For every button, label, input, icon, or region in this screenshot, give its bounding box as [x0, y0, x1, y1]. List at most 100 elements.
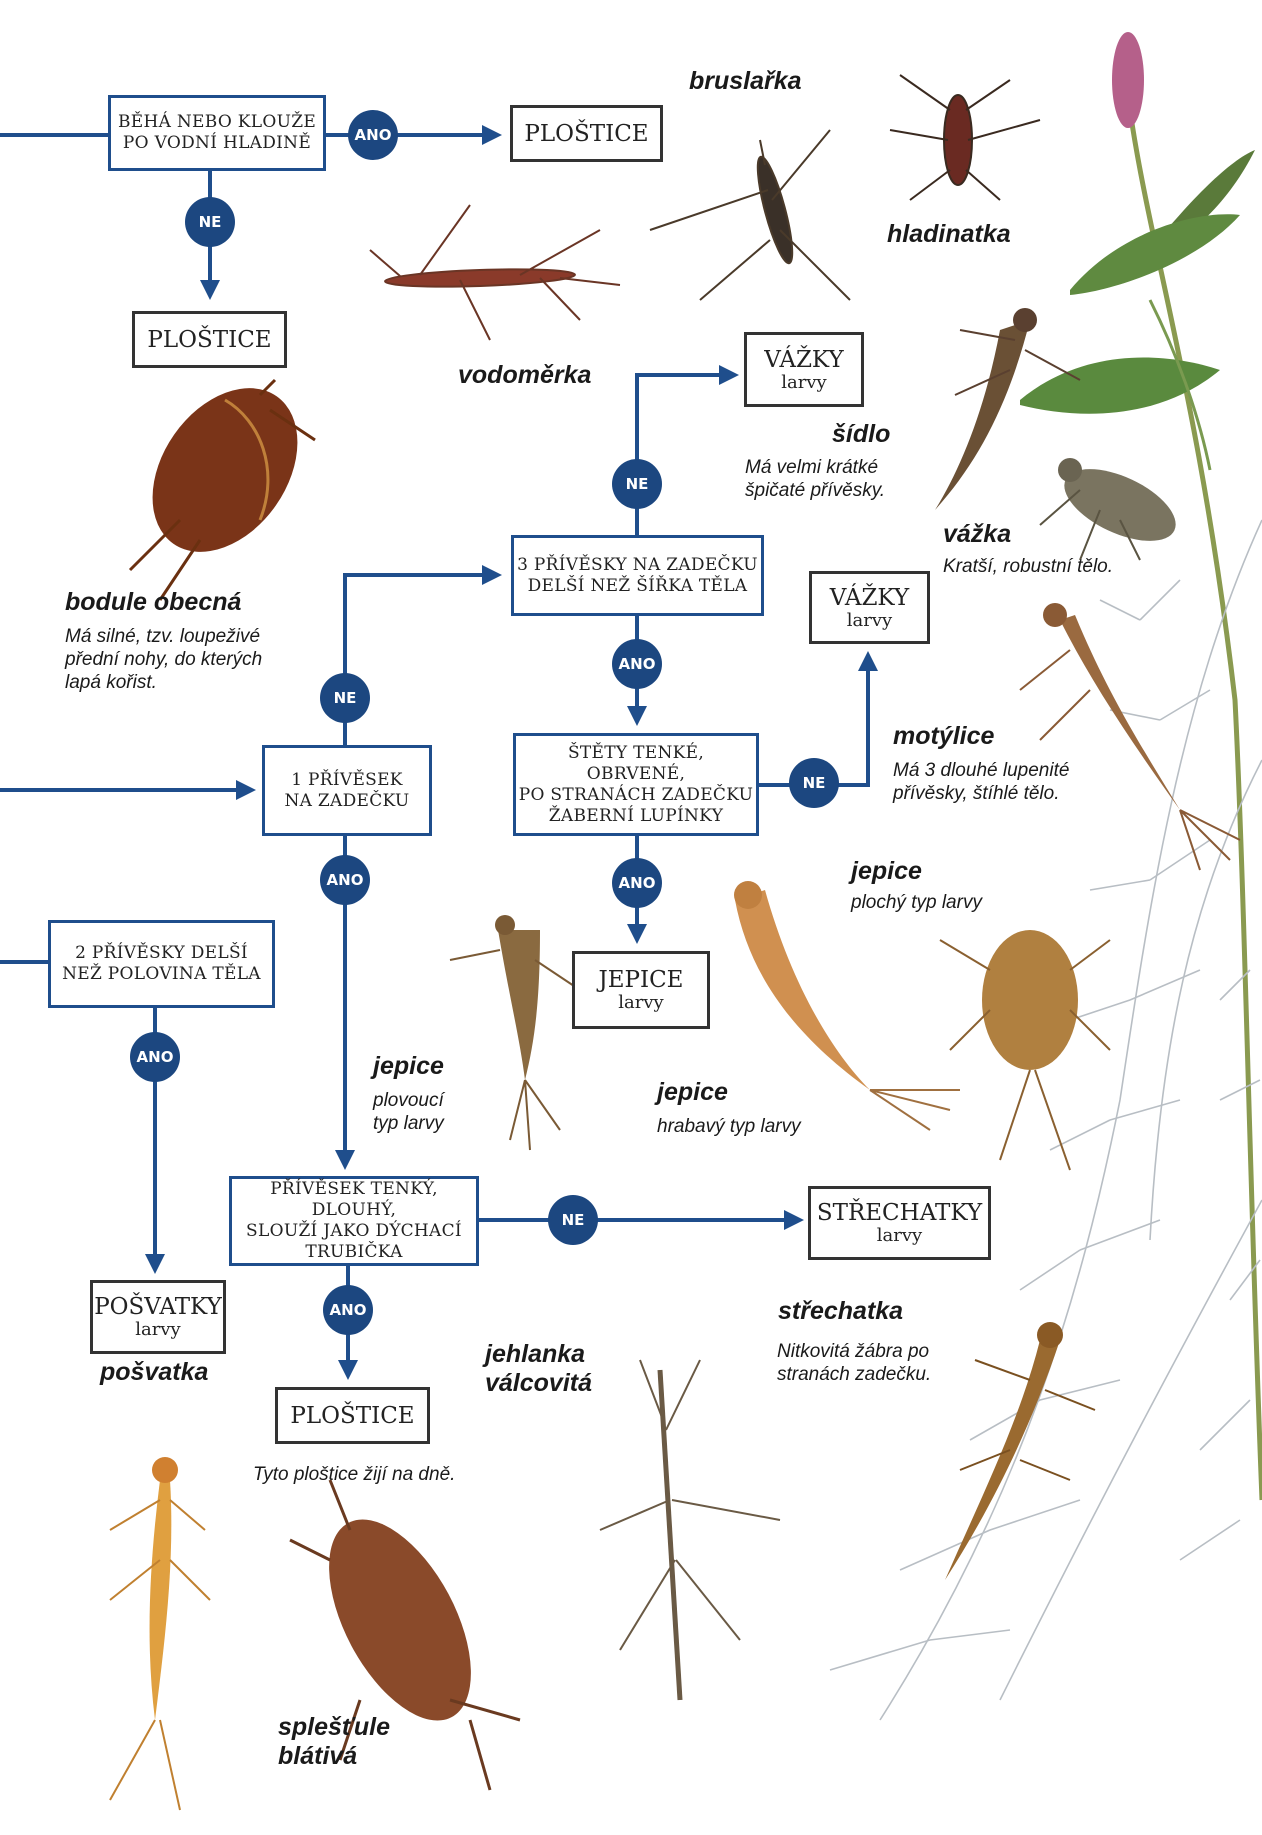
vodomerka-illustration [370, 205, 620, 340]
desc-line: přední nohy, do kterých [65, 648, 262, 671]
desc-bodule: Má silné, tzv. loupeživé přední nohy, do… [65, 625, 262, 694]
desc-motylice: Má 3 dlouhé lupenité přívěsky, štíhlé tě… [893, 759, 1069, 805]
answer-no-circle: NE [185, 197, 235, 247]
desc-jepice-plochy: plochý typ larvy [851, 891, 982, 914]
question-runs-on-surface: BĚHÁ NEBO KLOUŽE PO VODNÍ HLADINĚ [108, 95, 326, 171]
desc-line: špičaté přívěsky. [745, 479, 885, 502]
strechatka-illustration [945, 1322, 1095, 1580]
label-jepice-hrabavy: jepice [657, 1078, 728, 1107]
result-subtitle: larvy [847, 611, 892, 631]
question-line: 2 PŘÍVĚSKY DELŠÍ [75, 943, 248, 964]
desc-line: Má 3 dlouhé lupenité [893, 759, 1069, 782]
label-bodule: bodule obecná [65, 588, 241, 617]
desc-line: Má velmi krátké [745, 456, 885, 479]
label-bruslarka: bruslařka [689, 67, 802, 96]
label-jepice-plovouci: jepice [373, 1052, 444, 1081]
answer-yes-circle: ANO [612, 639, 662, 689]
answer-yes-circle: ANO [348, 110, 398, 160]
label-motylice: motýlice [893, 722, 994, 751]
answer-yes-circle: ANO [323, 1285, 373, 1335]
desc-line: hrabavý typ larvy [657, 1115, 801, 1138]
desc-line: Nitkovitá žábra po [777, 1340, 931, 1363]
result-subtitle: larvy [618, 993, 663, 1013]
label-splestule: splešťule blátivá [278, 1713, 390, 1771]
question-line: 1 PŘÍVĚSEK [291, 770, 403, 791]
bruslarka-illustration [650, 130, 850, 300]
motylice-illustration [1020, 603, 1240, 870]
desc-line: přívěsky, štíhlé tělo. [893, 782, 1069, 805]
question-line: BĚHÁ NEBO KLOUŽE [118, 112, 316, 133]
question-line: 3 PŘÍVĚSKY NA ZADEČKU [517, 555, 758, 576]
question-thin-bristles: ŠTĚTY TENKÉ, OBRVENÉ, PO STRANÁCH ZADEČK… [513, 733, 759, 836]
result-vazky-top: VÁŽKY larvy [744, 332, 864, 407]
jepice-plovouci-illustration [450, 915, 580, 1150]
result-title: PLOŠTICE [290, 1403, 414, 1429]
desc-line: typ larvy [373, 1112, 444, 1135]
result-title: JEPICE [599, 967, 684, 993]
desc-line: plochý typ larvy [851, 891, 982, 914]
desc-jepice-plovouci: plovoucí typ larvy [373, 1089, 444, 1135]
result-title: STŘECHATKY [817, 1200, 982, 1226]
result-jepice: JEPICE larvy [572, 951, 710, 1029]
result-subtitle: larvy [135, 1320, 180, 1340]
question-line: TRUBIČKA [305, 1242, 402, 1263]
jepice-plochy-illustration [940, 930, 1110, 1170]
label-jepice-plochy: jepice [851, 857, 922, 886]
label-strechatka: střechatka [778, 1297, 903, 1326]
result-plostice-mid: PLOŠTICE [132, 311, 287, 368]
question-line: SLOUŽÍ JAKO DÝCHACÍ [246, 1221, 462, 1242]
desc-line: stranách zadečku. [777, 1363, 931, 1386]
posvatka-illustration [110, 1457, 210, 1810]
question-line: ŽABERNÍ LUPÍNKY [549, 806, 723, 827]
question-line: ŠTĚTY TENKÉ, OBRVENÉ, [516, 743, 756, 785]
label-vazka: vážka [943, 520, 1011, 549]
question-line: PO VODNÍ HLADINĚ [123, 133, 311, 154]
vazka-illustration [1040, 454, 1186, 560]
answer-yes-circle: ANO [612, 858, 662, 908]
name-line: válcovitá [485, 1369, 592, 1398]
desc-line: Má silné, tzv. loupeživé [65, 625, 262, 648]
desc-line: lapá kořist. [65, 671, 262, 694]
answer-no-circle: NE [548, 1195, 598, 1245]
question-line: DELŠÍ NEŽ ŠÍŘKA TĚLA [528, 576, 748, 597]
result-subtitle: larvy [781, 373, 826, 393]
result-posvatky: POŠVATKY larvy [90, 1280, 226, 1354]
name-line: splešťule [278, 1713, 390, 1742]
answer-no-circle: NE [789, 758, 839, 808]
label-hladinatka: hladinatka [887, 220, 1011, 249]
label-posvatka: pošvatka [100, 1358, 208, 1387]
desc-vazka: Kratší, robustní tělo. [943, 555, 1113, 578]
bodule-illustration [123, 361, 328, 600]
answer-yes-circle: ANO [130, 1032, 180, 1082]
result-title: POŠVATKY [94, 1294, 222, 1320]
result-strechatky: STŘECHATKY larvy [808, 1186, 991, 1260]
question-three-appendages: 3 PŘÍVĚSKY NA ZADEČKU DELŠÍ NEŽ ŠÍŘKA TĚ… [511, 535, 764, 616]
question-one-appendage: 1 PŘÍVĚSEK NA ZADEČKU [262, 745, 432, 836]
question-breathing-tube: PŘÍVĚSEK TENKÝ, DLOUHÝ, SLOUŽÍ JAKO DÝCH… [229, 1176, 479, 1266]
answer-yes-circle: ANO [320, 855, 370, 905]
result-title: PLOŠTICE [524, 121, 648, 147]
note-plostice-bottom: Tyto ploštice žijí na dně. [253, 1463, 455, 1486]
jehlanka-illustration [600, 1360, 780, 1700]
answer-no-circle: NE [320, 673, 370, 723]
question-two-appendages: 2 PŘÍVĚSKY DELŠÍ NEŽ POLOVINA TĚLA [48, 920, 275, 1008]
name-line: jehlanka [485, 1340, 592, 1369]
desc-line: plovoucí [373, 1089, 444, 1112]
label-jehlanka: jehlanka válcovitá [485, 1340, 592, 1398]
question-line: NA ZADEČKU [284, 791, 409, 812]
question-line: PO STRANÁCH ZADEČKU [519, 785, 754, 806]
desc-sidlo: Má velmi krátké špičaté přívěsky. [745, 456, 885, 502]
desc-line: Kratší, robustní tělo. [943, 555, 1113, 578]
desc-strechatka: Nitkovitá žábra po stranách zadečku. [777, 1340, 931, 1386]
label-vodomerka: vodoměrka [458, 361, 591, 390]
result-title: VÁŽKY [764, 347, 843, 373]
question-line: NEŽ POLOVINA TĚLA [62, 964, 261, 985]
hladinatka-illustration [890, 75, 1040, 200]
desc-jepice-hrabavy: hrabavý typ larvy [657, 1115, 801, 1138]
result-subtitle: larvy [877, 1226, 922, 1246]
label-sidlo: šídlo [832, 420, 890, 449]
jepice-hrabavy-illustration [734, 881, 960, 1130]
result-title: VÁŽKY [830, 585, 909, 611]
